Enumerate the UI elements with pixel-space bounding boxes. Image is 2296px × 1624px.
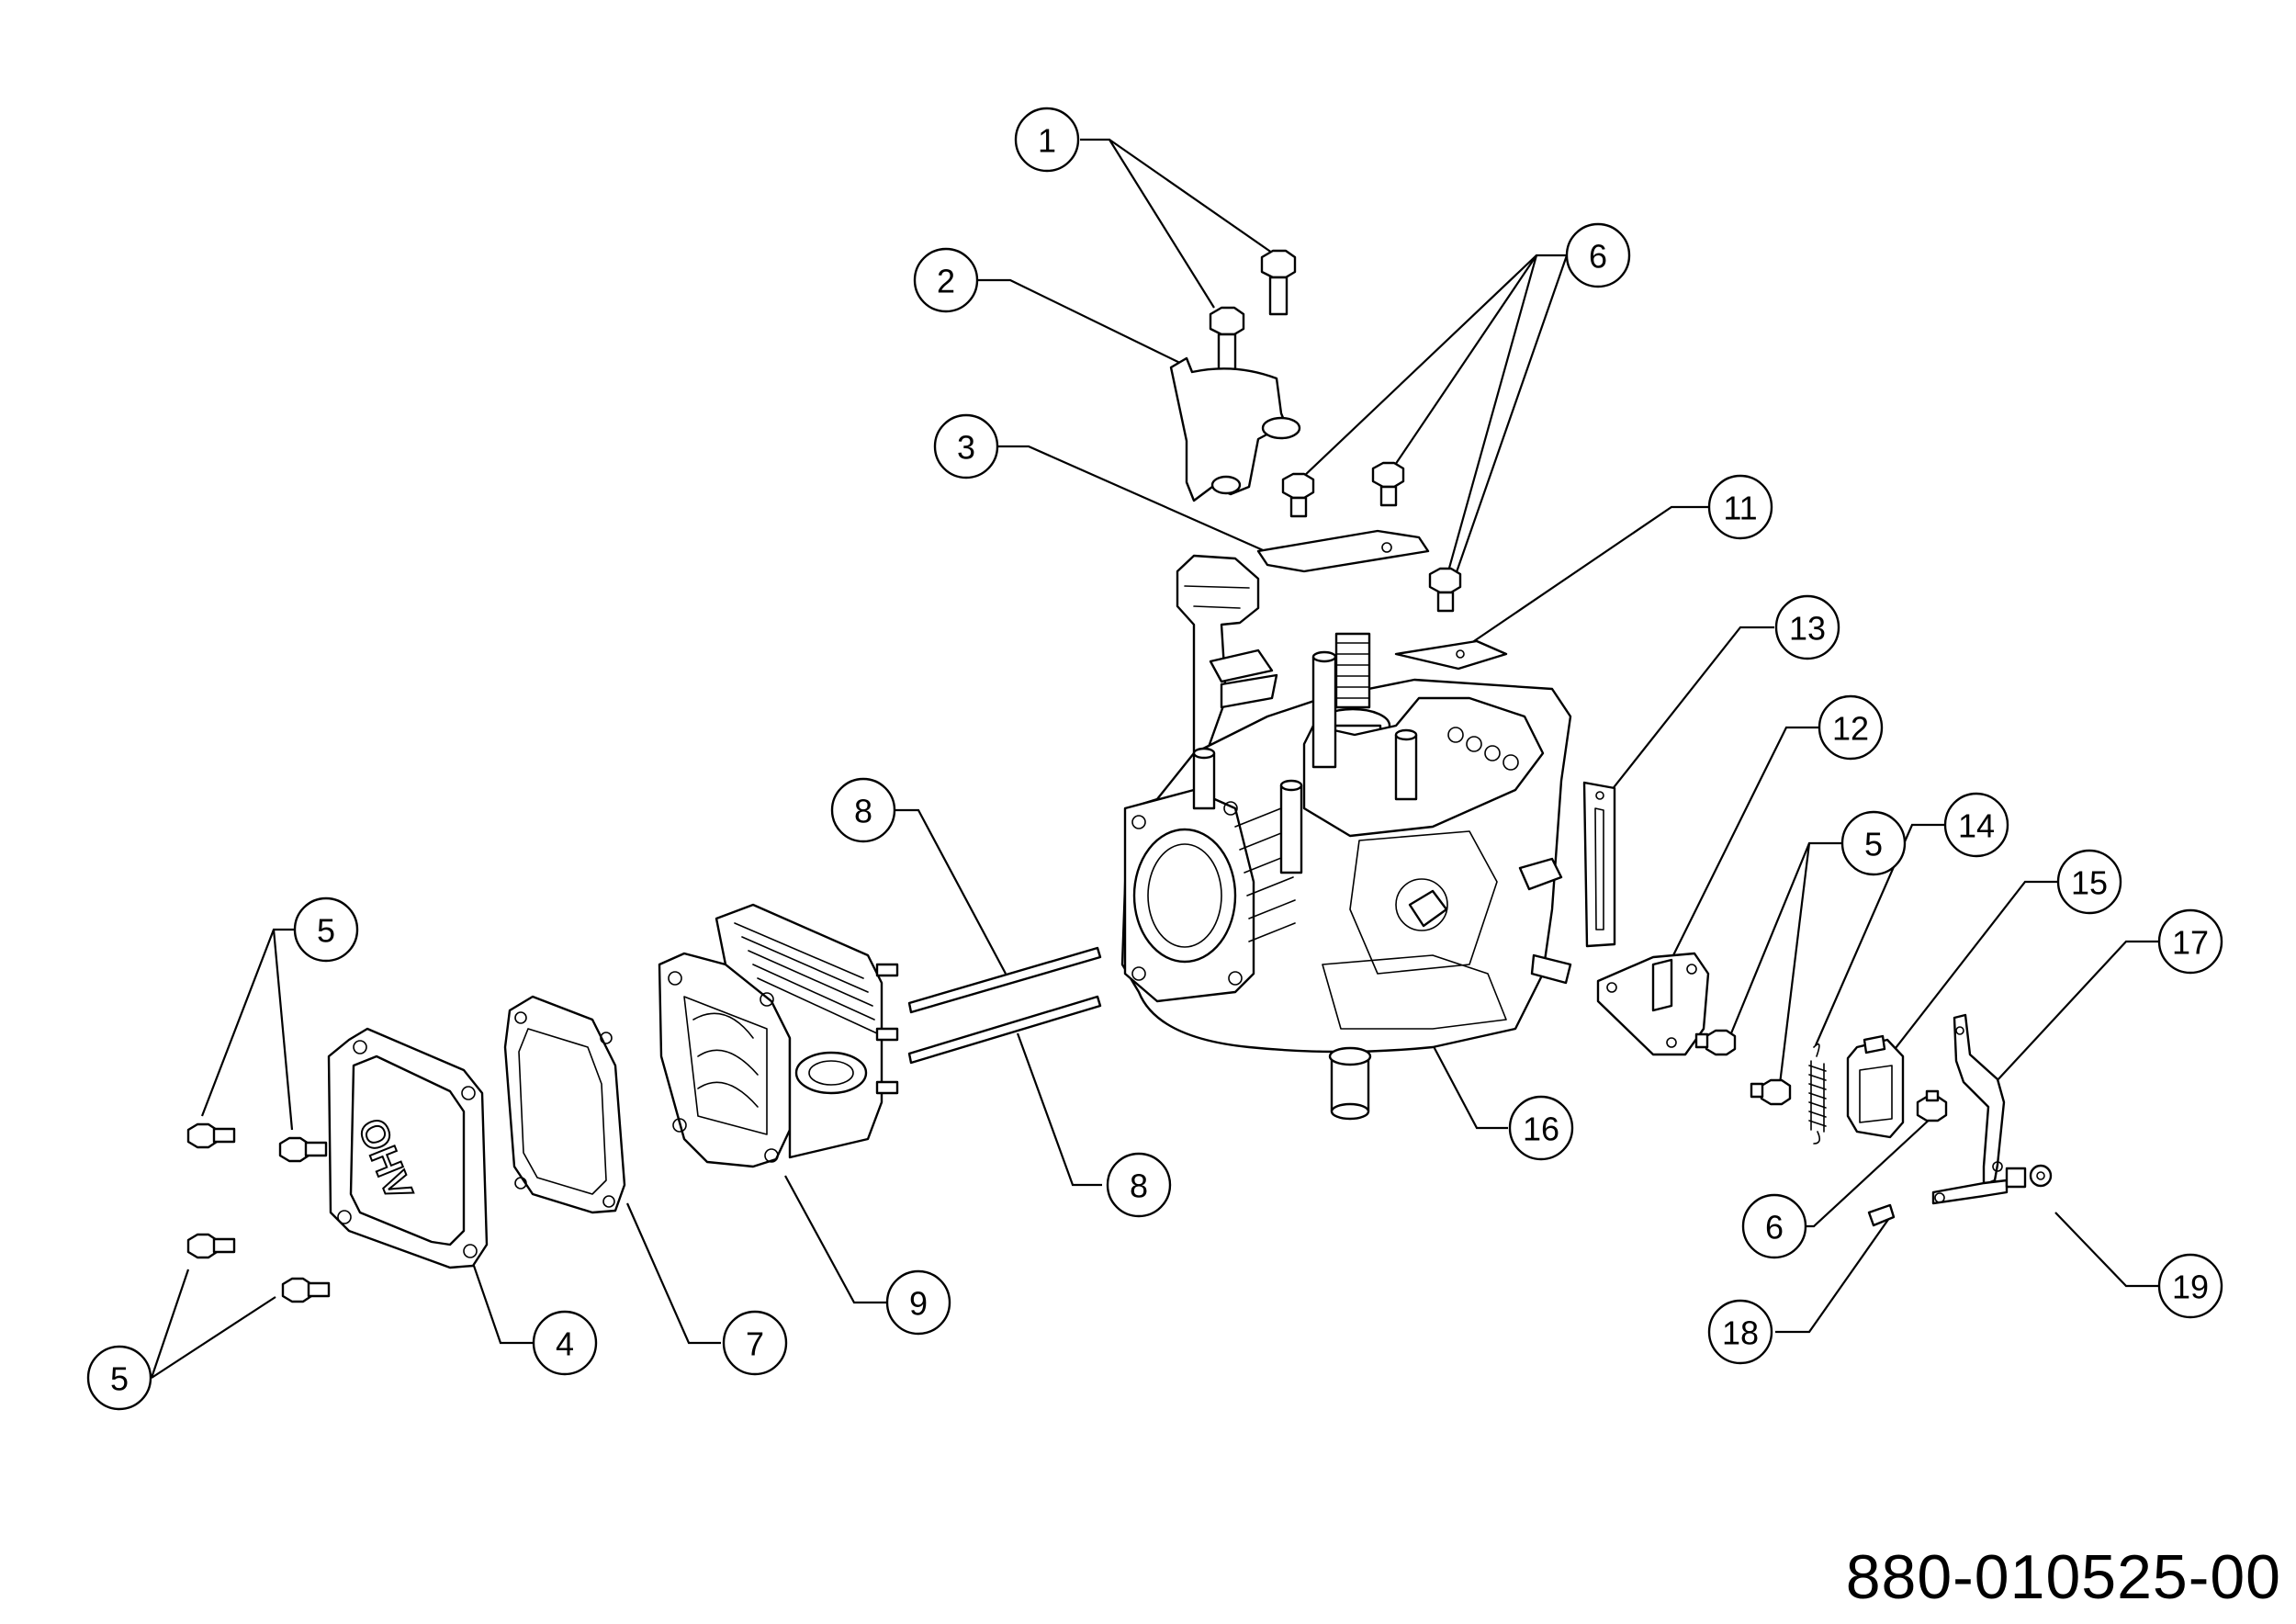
callout-c6b: 6: [1741, 1193, 1807, 1259]
callout-circle: [913, 247, 979, 313]
callout-circle: [830, 777, 896, 843]
callout-circle: [1014, 107, 1080, 173]
callout-c2: 2: [913, 247, 979, 313]
strip-part-13: [1582, 781, 1616, 948]
callout-circle: [1707, 474, 1773, 540]
bolt-part-1: [1209, 249, 1297, 373]
callout-circle: [2157, 908, 2223, 975]
callout-c16: 16: [1508, 1095, 1574, 1161]
callout-circle: [1818, 694, 1884, 761]
callout-c13: 13: [1774, 594, 1840, 660]
callout-label: 1: [1038, 122, 1056, 160]
callout-circle: [2056, 849, 2122, 915]
callout-c1: 1: [1014, 107, 1080, 173]
callout-circle: [2157, 1253, 2223, 1319]
callout-label: 8: [854, 793, 872, 830]
plate-part-11: [1394, 639, 1508, 671]
callout-c7: 7: [722, 1310, 788, 1376]
head-gasket-part-7: [503, 995, 626, 1214]
callout-circle: [293, 897, 359, 963]
callout-circle: [1508, 1095, 1574, 1161]
cylinder-head-part-9: [658, 903, 899, 1168]
callout-label: 5: [110, 1360, 129, 1398]
clip-part-18: [1867, 1203, 1896, 1227]
spring-part-14: [1808, 1043, 1827, 1145]
callout-circle: [1106, 1152, 1172, 1218]
callout-label: 14: [1958, 807, 1995, 845]
plate-part-3: [1256, 529, 1430, 573]
callout-label: 19: [2172, 1269, 2209, 1306]
bolts-part-6: [1281, 461, 1462, 613]
callout-c4: 4: [532, 1310, 598, 1376]
nuts-part-5-right: [1694, 1029, 1792, 1106]
callout-label: 6: [1765, 1209, 1784, 1246]
callout-label: 13: [1789, 610, 1826, 648]
callout-c15: 15: [2056, 849, 2122, 915]
bolts-part-5-left: [186, 1122, 331, 1303]
callout-label: 2: [937, 263, 955, 300]
callout-c12: 12: [1818, 694, 1884, 761]
callout-label: 6: [1589, 238, 1607, 276]
callout-c6a: 6: [1565, 222, 1631, 288]
callout-c3: 3: [933, 413, 999, 479]
callout-label: 16: [1523, 1111, 1559, 1148]
callout-c5d: 5: [86, 1345, 152, 1411]
callout-c11: 11: [1707, 474, 1773, 540]
callout-circle: [1774, 594, 1840, 660]
callout-circle: [933, 413, 999, 479]
engine-block: [1120, 554, 1572, 1121]
callout-label: 12: [1832, 710, 1869, 748]
callout-label: 8: [1130, 1167, 1148, 1205]
callout-c8b: 8: [1106, 1152, 1172, 1218]
push-rods-part-8: [907, 946, 1102, 1065]
callout-label: 18: [1722, 1314, 1759, 1352]
valve-cover-part-4: OHV: [327, 1027, 489, 1269]
callout-label: 17: [2172, 924, 2209, 962]
callout-c8a: 8: [830, 777, 896, 843]
callout-c9: 9: [885, 1269, 951, 1336]
callout-label: 5: [317, 912, 335, 950]
lever-part-17: [1931, 1013, 2009, 1205]
callout-label: 11: [1723, 490, 1757, 527]
nut-part-6-right: [1916, 1089, 1948, 1122]
clip-part-15: [1846, 1034, 1905, 1139]
callout-c5a: 5: [1840, 810, 1907, 876]
callout-label: 15: [2071, 864, 2108, 902]
callout-c18: 18: [1707, 1299, 1773, 1365]
callout-circle: [1565, 222, 1631, 288]
callout-c17: 17: [2157, 908, 2223, 975]
callout-label: 4: [556, 1325, 574, 1363]
callout-c5c: 5: [293, 897, 359, 963]
callout-circle: [532, 1310, 598, 1376]
callout-circle: [1707, 1299, 1773, 1365]
washer-part-19: [2005, 1164, 2053, 1189]
leader-lines: [150, 138, 2158, 1379]
callout-circle: [1943, 792, 2009, 858]
callout-circle: [1840, 810, 1907, 876]
callout-circle: [1741, 1193, 1807, 1259]
callout-label: 9: [909, 1285, 928, 1323]
callout-circle: [885, 1269, 951, 1336]
callout-label: 7: [746, 1325, 764, 1363]
drawing-number: 880-010525-00: [1845, 1542, 2281, 1612]
callout-c14: 14: [1943, 792, 2009, 858]
callout-label: 5: [1864, 826, 1883, 863]
callout-circle: [722, 1310, 788, 1376]
callout-c19: 19: [2157, 1253, 2223, 1319]
plate-part-12: [1596, 952, 1710, 1056]
bracket-part-2: [1169, 356, 1301, 502]
callout-label: 3: [957, 429, 975, 467]
